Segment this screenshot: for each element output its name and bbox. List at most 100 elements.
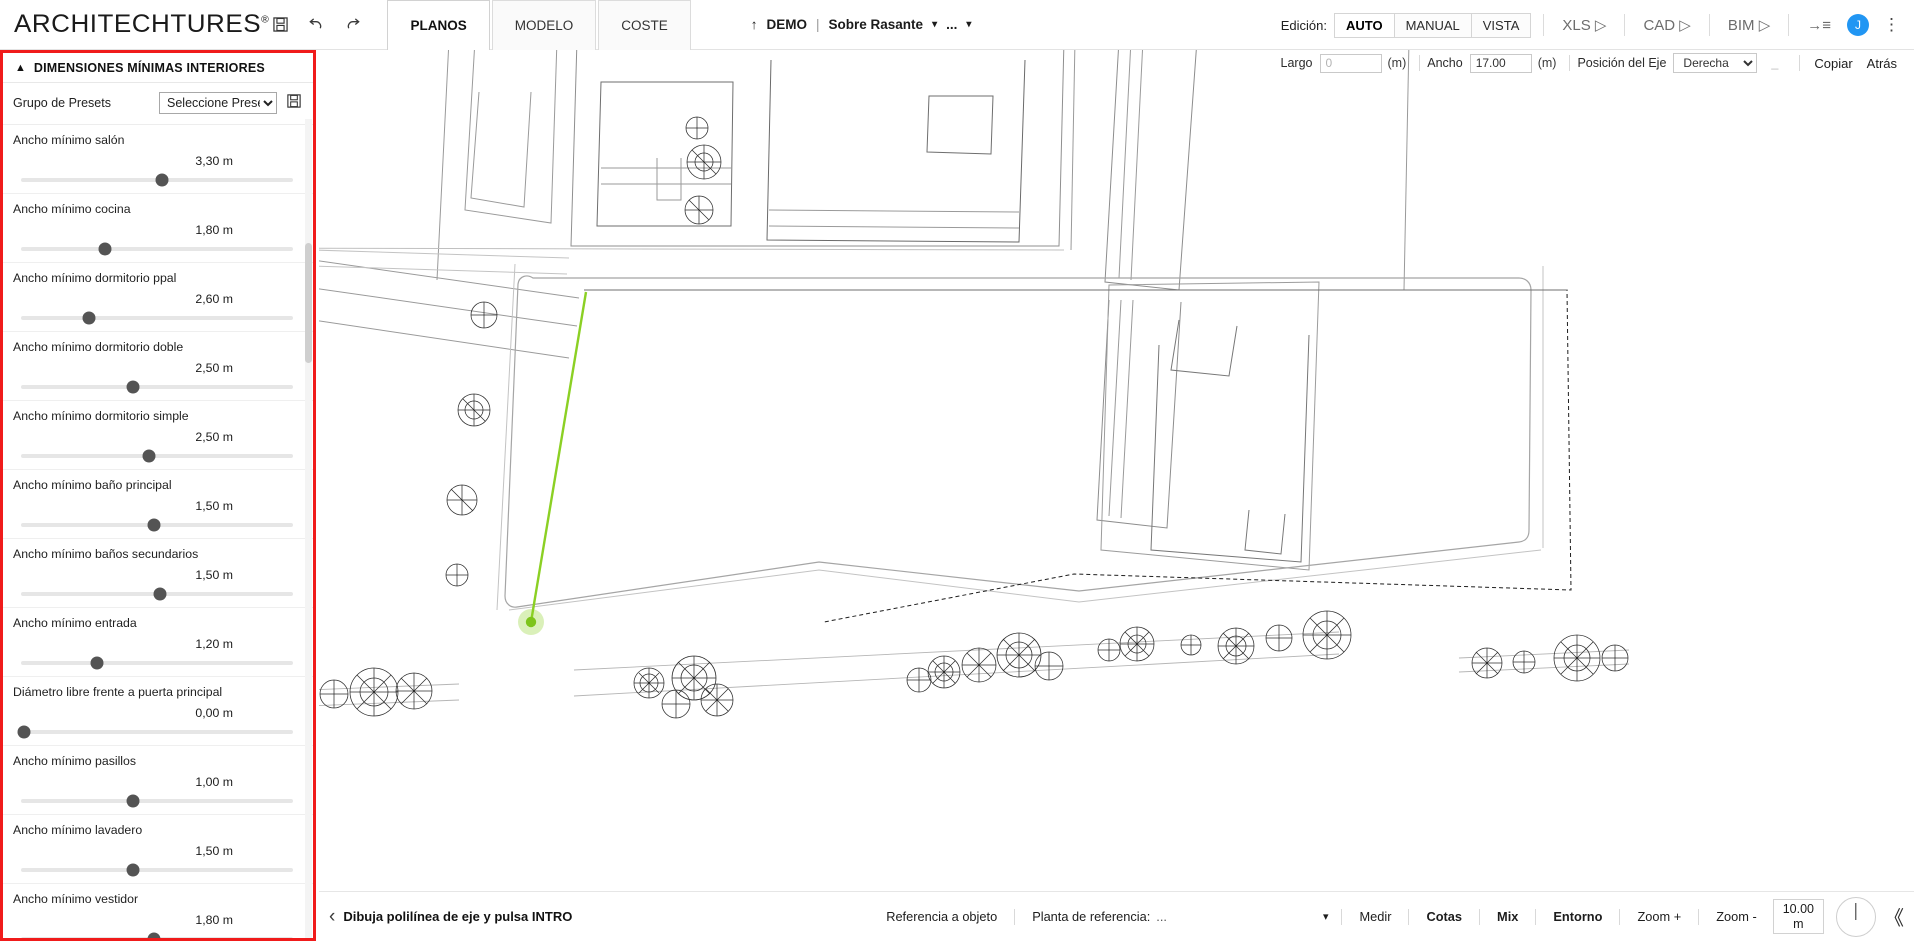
more-levels-label[interactable]: ... xyxy=(946,17,958,32)
slider-value: 2,50 m xyxy=(195,361,233,375)
panel-header[interactable]: ▲ DIMENSIONES MÍNIMAS INTERIORES xyxy=(3,53,313,83)
tree xyxy=(685,116,709,140)
undo-icon[interactable] xyxy=(301,10,331,40)
tree xyxy=(446,484,478,516)
vegetation-scattered xyxy=(445,116,722,587)
slider-track[interactable] xyxy=(21,932,293,938)
tree xyxy=(1097,638,1121,662)
slider-track[interactable] xyxy=(21,656,293,670)
save-icon[interactable] xyxy=(265,10,295,40)
chevron-down-icon[interactable]: ▾ xyxy=(932,19,938,30)
interior-dimensions-panel: ▲ DIMENSIONES MÍNIMAS INTERIORES Grupo d… xyxy=(0,50,316,941)
disabled-control: _ xyxy=(1771,56,1779,70)
avatar[interactable]: J xyxy=(1847,14,1869,36)
back-button[interactable]: Atrás xyxy=(1866,55,1897,71)
slider-thumb[interactable] xyxy=(126,794,140,808)
vegetation-row-left xyxy=(319,667,460,717)
divider xyxy=(1014,908,1016,925)
slider-value: 1,50 m xyxy=(195,568,233,582)
tree xyxy=(349,667,399,717)
chevron-down-icon-2[interactable]: ▾ xyxy=(966,19,972,30)
zoom-in-button[interactable]: Zoom + xyxy=(1637,909,1682,924)
slider-track[interactable] xyxy=(21,587,293,601)
slider-thumb[interactable] xyxy=(142,449,156,463)
project-name[interactable]: DEMO xyxy=(766,17,808,32)
ancho-input[interactable] xyxy=(1469,53,1532,73)
site-plan-drawing xyxy=(319,50,1630,719)
largo-input[interactable] xyxy=(1319,53,1382,73)
slider-thumb[interactable] xyxy=(147,932,161,938)
slider-thumb[interactable] xyxy=(98,242,112,256)
export-bim-button[interactable]: BIM ▷ xyxy=(1727,17,1771,34)
slider-thumb[interactable] xyxy=(126,863,140,877)
slider-value-line: 1,50 m xyxy=(13,842,301,860)
context-roads xyxy=(319,50,1410,571)
zoom-out-button[interactable]: Zoom - xyxy=(1716,909,1757,924)
object-reference-button[interactable]: Referencia a objeto xyxy=(886,909,998,924)
divider xyxy=(1788,14,1790,36)
reference-plan-select[interactable]: Planta de referencia: ... ▾ xyxy=(1022,909,1334,924)
tab-planos[interactable]: PLANOS xyxy=(387,0,490,50)
slider-thumb[interactable] xyxy=(153,587,167,601)
slider-track[interactable] xyxy=(21,311,293,325)
edition-mode-vista[interactable]: VISTA xyxy=(1470,12,1532,38)
panel-title: DIMENSIONES MÍNIMAS INTERIORES xyxy=(33,60,265,75)
tool-mix[interactable]: Mix xyxy=(1497,909,1519,924)
plan-canvas[interactable] xyxy=(319,50,1914,891)
level-up-icon[interactable]: ↑ xyxy=(750,17,758,32)
export-cad-button[interactable]: CAD ▷ xyxy=(1643,17,1691,34)
divider xyxy=(1708,14,1710,36)
edition-mode-manual[interactable]: MANUAL xyxy=(1393,12,1472,38)
more-options-icon[interactable]: ⋮ xyxy=(1883,15,1900,34)
save-preset-icon[interactable] xyxy=(287,94,301,112)
brand-text: ARCHITECHTURES xyxy=(14,10,262,38)
status-back-icon[interactable]: ‹ xyxy=(329,905,336,927)
slider-track[interactable] xyxy=(21,449,293,463)
tool-entorno[interactable]: Entorno xyxy=(1553,909,1603,924)
export-xls-button[interactable]: XLS ▷ xyxy=(1562,17,1607,34)
chevron-up-icon[interactable]: ▲ xyxy=(15,61,26,74)
slider-label: Ancho mínimo entrada xyxy=(13,616,137,630)
slider-track[interactable] xyxy=(21,794,293,808)
collapse-panel-icon[interactable]: 《 xyxy=(1884,908,1904,930)
list-view-icon[interactable]: →≡ xyxy=(1807,16,1831,34)
redo-icon[interactable] xyxy=(337,10,367,40)
slider-track[interactable] xyxy=(21,518,293,532)
scale-unit: m xyxy=(1793,916,1804,931)
top-toolbar: ARCHITECHTURES® PLANOS MODELO COSTE ↑ DE… xyxy=(0,0,1914,50)
tree xyxy=(1180,634,1202,656)
chevron-down-icon[interactable]: ▾ xyxy=(1322,911,1329,923)
slider-track[interactable] xyxy=(21,380,293,394)
tab-coste[interactable]: COSTE xyxy=(598,0,691,50)
slider-thumb[interactable] xyxy=(147,518,161,532)
slider-label: Ancho mínimo dormitorio ppal xyxy=(13,271,177,285)
panel-scrollbar-track[interactable] xyxy=(305,119,312,938)
tool-medir[interactable]: Medir xyxy=(1359,909,1392,924)
tab-modelo[interactable]: MODELO xyxy=(491,0,597,50)
panel-body: Grupo de Presets Seleccione Preset Ancho… xyxy=(3,83,313,938)
panel-scrollbar-thumb[interactable] xyxy=(305,243,312,363)
preset-group-label: Grupo de Presets xyxy=(13,96,111,110)
slider-thumb[interactable] xyxy=(17,725,31,739)
compass-needle xyxy=(1855,902,1857,920)
status-tools: Referencia a objeto Planta de referencia… xyxy=(876,896,1914,937)
copy-button[interactable]: Copiar xyxy=(1814,55,1853,71)
slider-track[interactable] xyxy=(21,863,293,877)
axis-position-select[interactable]: Derecha xyxy=(1673,53,1758,73)
project-separator: | xyxy=(816,17,820,32)
slider-thumb[interactable] xyxy=(126,380,140,394)
slider-track[interactable] xyxy=(17,725,293,739)
compass-icon[interactable] xyxy=(1836,896,1876,937)
slider-track[interactable] xyxy=(21,173,293,187)
slider-track[interactable] xyxy=(21,242,293,256)
tree xyxy=(445,563,469,587)
level-selector-label[interactable]: Sobre Rasante xyxy=(828,17,924,32)
divider xyxy=(1535,908,1537,925)
tool-cotas[interactable]: Cotas xyxy=(1426,909,1463,924)
slider-thumb[interactable] xyxy=(82,311,96,325)
slider-thumb[interactable] xyxy=(90,656,104,670)
status-bar: ‹ Dibuja polilínea de eje y pulsa INTRO … xyxy=(319,891,1914,941)
slider-thumb[interactable] xyxy=(155,173,169,187)
preset-select[interactable]: Seleccione Preset xyxy=(159,92,277,114)
edition-mode-auto[interactable]: AUTO xyxy=(1333,12,1395,38)
